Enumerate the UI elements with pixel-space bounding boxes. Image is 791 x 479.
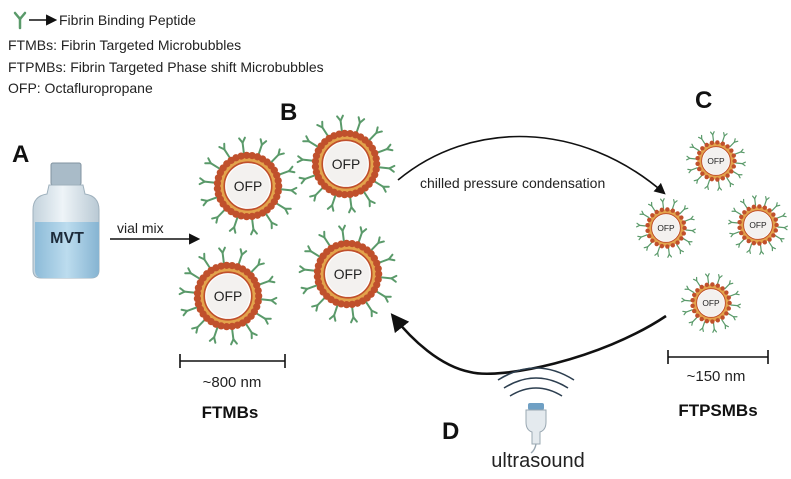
- panel-letter-b: B: [280, 99, 297, 126]
- vial-icon: MVT: [32, 162, 100, 279]
- microbubble-small-3: OFP: [728, 195, 788, 255]
- microbubble-small-1: OFP: [686, 131, 746, 191]
- legend-peptide-label: Fibrin Binding Peptide: [59, 12, 196, 28]
- bubble-core-label: OFP: [234, 178, 263, 194]
- panel-letter-d: D: [442, 418, 459, 445]
- legend-ftmbs-definition: FTMBs: Fibrin Targeted Microbubbles: [8, 37, 241, 53]
- bubble-core-label: OFP: [702, 298, 720, 308]
- bubble-core-label: OFP: [332, 156, 361, 172]
- ultrasound-return-arrow: [390, 313, 667, 376]
- ultrasound-probe-icon: [497, 367, 575, 454]
- scale-bar-large: [179, 354, 286, 368]
- scale-label-large: ~800 nm: [203, 374, 262, 391]
- bubble-core-label: OFP: [749, 220, 767, 230]
- vial-label: MVT: [50, 230, 84, 247]
- microbubble-large-4: OFP: [178, 246, 278, 346]
- vial-mix-label: vial mix: [117, 220, 164, 236]
- microbubble-large-3: OFP: [298, 224, 398, 324]
- scale-bar-small: [667, 350, 769, 364]
- group-label-ftpsmbs: FTPSMBs: [678, 401, 757, 420]
- microbubble-small-2: OFP: [636, 198, 696, 258]
- panel-letter-c: C: [695, 87, 712, 114]
- fibrin-peptide-icon: [13, 11, 27, 30]
- microbubble-large-1: OFP: [198, 136, 298, 236]
- panel-letter-a: A: [12, 141, 29, 168]
- microbubble-small-4: OFP: [681, 273, 741, 333]
- bubble-core-label: OFP: [214, 288, 243, 304]
- condensation-label: chilled pressure condensation: [420, 175, 605, 191]
- legend-ofp-definition: OFP: Octafluropropane: [8, 80, 153, 96]
- bubble-core-label: OFP: [334, 266, 363, 282]
- legend: Fibrin Binding Peptide FTMBs: Fibrin Tar…: [8, 11, 324, 96]
- group-label-ftmbs: FTMBs: [202, 403, 259, 422]
- ftmbs-cluster: OFP OFP OFP OFP: [178, 114, 398, 346]
- legend-ftpmbs-definition: FTPMBs: Fibrin Targeted Phase shift Micr…: [8, 59, 324, 75]
- condensation-arrow: [397, 135, 666, 195]
- ftpsmbs-cluster: OFP OFP OFP OFP: [636, 131, 788, 333]
- scale-label-small: ~150 nm: [687, 368, 746, 385]
- ultrasound-label: ultrasound: [491, 450, 584, 472]
- bubble-core-label: OFP: [657, 223, 675, 233]
- bubble-core-label: OFP: [707, 156, 725, 166]
- microbubble-large-2: OFP: [296, 114, 396, 214]
